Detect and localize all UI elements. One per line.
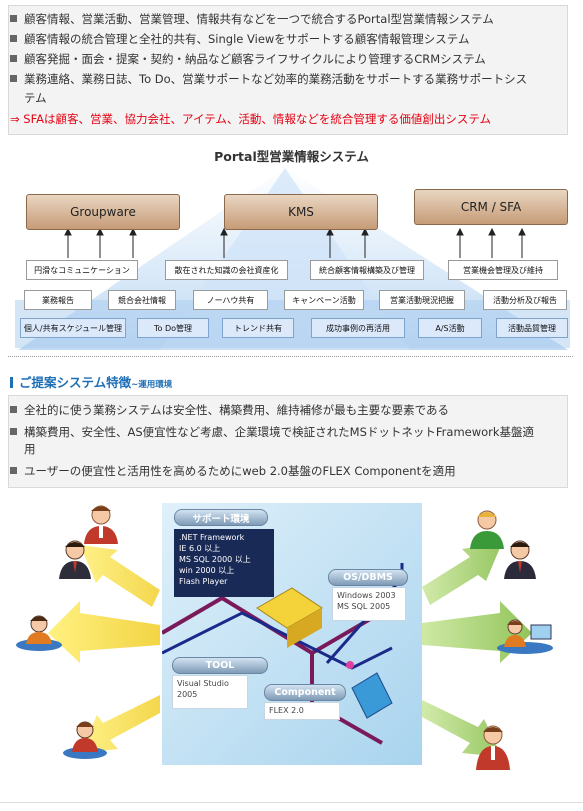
square-bullet-icon bbox=[10, 55, 17, 62]
function-label: 散在された知識の会社資産化 bbox=[165, 260, 288, 280]
function-label: 営業機会管理及び維持 bbox=[448, 260, 558, 280]
square-bullet-icon bbox=[10, 35, 17, 42]
bottom-divider bbox=[0, 802, 583, 803]
features-box bbox=[8, 395, 568, 488]
component-label: Component bbox=[264, 684, 346, 701]
user-icon bbox=[470, 510, 504, 549]
feature-bullet: 全社的に使う業務システムは安全性、構築費用、維持補修が最も主要な要素である bbox=[10, 402, 449, 419]
tool-label: TOOL bbox=[172, 657, 268, 674]
function-label: 統合顧客情報構築及び管理 bbox=[310, 260, 424, 280]
user-icon bbox=[63, 721, 107, 759]
square-bullet-icon bbox=[10, 406, 17, 413]
section-divider bbox=[8, 356, 573, 357]
heading-bar-icon bbox=[10, 377, 13, 388]
user-icon bbox=[504, 540, 536, 579]
function-label: ノーハウ共有 bbox=[193, 290, 268, 310]
function-label: トレンド共有 bbox=[222, 318, 294, 338]
function-label: キャンペーン活動 bbox=[284, 290, 364, 310]
intro-bullet: 顧客情報の統合管理と全社的共有、Single Viewをサポートする顧客情報管理… bbox=[10, 31, 469, 48]
function-label: 業務報告 bbox=[24, 290, 92, 310]
diagram-title: Portal型営業情報システム bbox=[214, 149, 369, 164]
square-bullet-icon bbox=[10, 15, 17, 22]
square-bullet-icon bbox=[10, 428, 17, 435]
feature-bullet: 構築費用、安全性、AS便宜性など考慮、企業環境で検証されたMSドットネットFra… bbox=[10, 424, 534, 441]
user-icon bbox=[84, 505, 118, 544]
user-icon bbox=[16, 615, 62, 651]
os-dbms-list: Windows 2003 MS SQL 2005 bbox=[332, 587, 406, 621]
os-dbms-label: OS/DBMS bbox=[328, 569, 408, 586]
groupware-box: Groupware bbox=[26, 194, 180, 230]
intro-box bbox=[8, 5, 568, 135]
function-label: 営業活動現況把握 bbox=[379, 290, 465, 310]
function-label: 成功事例の再活用 bbox=[311, 318, 405, 338]
support-env-list: .NET Framework IE 6.0 以上 MS SQL 2000 以上 … bbox=[174, 529, 274, 597]
kms-box: KMS bbox=[224, 194, 378, 230]
function-label: 活動分析及び報告 bbox=[483, 290, 567, 310]
support-env-label: サポート環境 bbox=[174, 509, 268, 526]
feature-bullet: ユーザーの便宜性と活用性を高めるためにweb 2.0基盤のFLEX Compon… bbox=[10, 463, 456, 480]
section-heading: ご提案システム特徴~運用環境 bbox=[10, 372, 172, 391]
tool-list: Visual Studio 2005 bbox=[172, 675, 248, 709]
intro-bullet: 顧客情報、営業活動、営業管理、情報共有などを一つで統合するPortal型営業情報… bbox=[10, 11, 494, 28]
feature-bullet-continued: 用 bbox=[24, 442, 36, 456]
intro-bullet: 業務連絡、業務日誌、To Do、営業サポートなど効率的業務活動をサポートする業務… bbox=[10, 71, 527, 88]
system-architecture-panel: サポート環境 .NET Framework IE 6.0 以上 MS SQL 2… bbox=[162, 503, 422, 765]
square-bullet-icon bbox=[10, 467, 17, 474]
user-icon bbox=[59, 540, 91, 579]
function-label: 競合会社情報 bbox=[108, 290, 176, 310]
function-label: 個人/共有スケジュール管理 bbox=[20, 318, 126, 338]
intro-bullet: 顧客発掘・面会・提案・契約・納品など顧客ライフサイクルにより管理するCRMシステ… bbox=[10, 51, 486, 68]
component-list: FLEX 2.0 bbox=[264, 702, 340, 720]
crm-sfa-box: CRM / SFA bbox=[414, 189, 568, 225]
user-icon bbox=[476, 725, 510, 770]
square-bullet-icon bbox=[10, 75, 17, 82]
function-label: 活動品質管理 bbox=[496, 318, 568, 338]
function-label: To Do管理 bbox=[137, 318, 209, 338]
function-label: A/S活動 bbox=[418, 318, 482, 338]
user-at-computer-icon bbox=[497, 619, 553, 654]
intro-highlight: ⇒ SFAは顧客、営業、協力会社、アイテム、活動、情報などを統合管理する価値創出… bbox=[10, 112, 492, 126]
function-label: 円滑なコミュニケーション bbox=[26, 260, 138, 280]
intro-bullet-continued: テム bbox=[24, 91, 47, 105]
